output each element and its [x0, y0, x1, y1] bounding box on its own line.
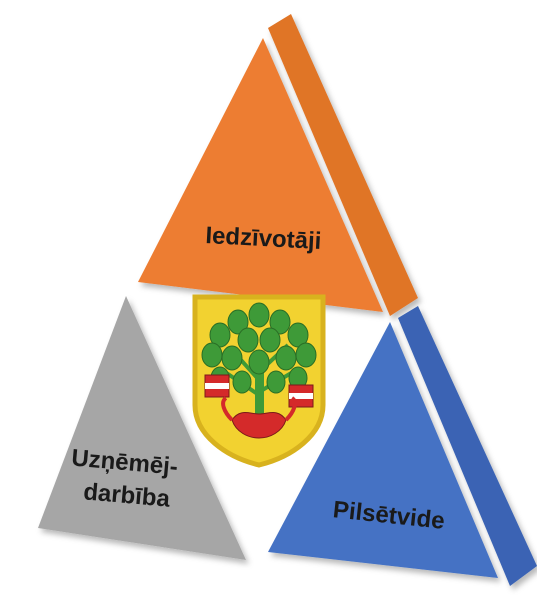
emblem-leaves: [201, 302, 317, 394]
right-segment-side: [398, 306, 537, 586]
top-segment: [138, 14, 418, 316]
emblem-tree-branches: [223, 343, 295, 397]
top-segment-label: Iedzīvotāji: [205, 222, 322, 255]
emblem-left-flag: [204, 374, 230, 398]
left-segment: [38, 296, 246, 560]
top-segment-face: [138, 38, 383, 312]
coat-of-arms-icon: [192, 294, 326, 468]
right-segment: [268, 306, 537, 586]
right-segment-face: [268, 322, 498, 578]
emblem-tree-trunk: [255, 355, 264, 420]
emblem-base-claws: [221, 396, 297, 422]
left-segment-face: [38, 296, 246, 560]
top-segment-side: [268, 14, 418, 316]
emblem-right-flag: [288, 384, 314, 408]
